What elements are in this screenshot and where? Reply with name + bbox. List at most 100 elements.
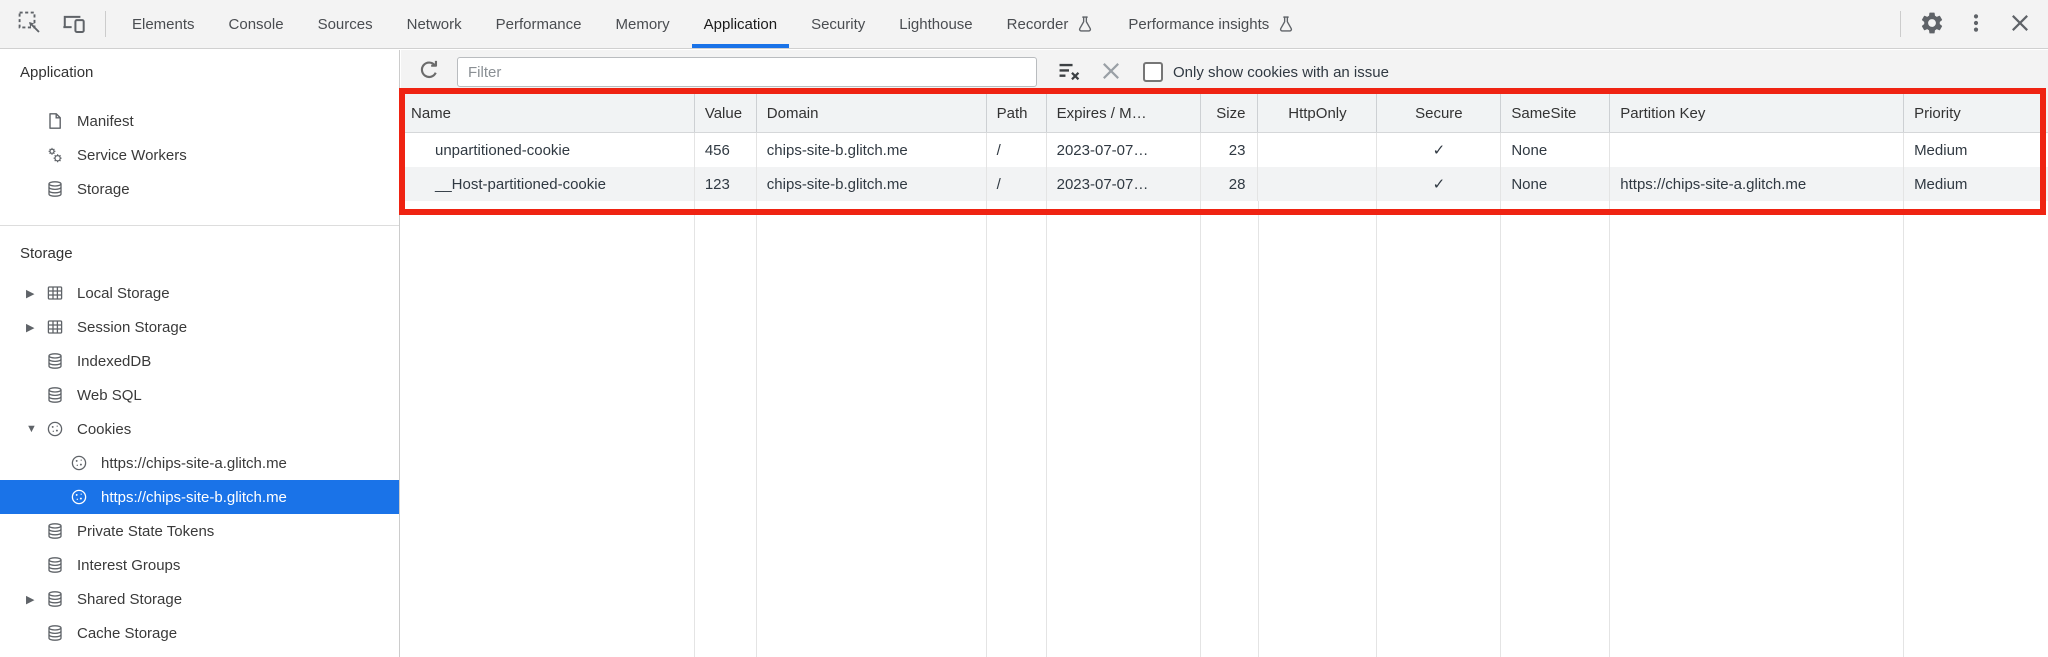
- tab-label: Console: [228, 15, 284, 33]
- column-header-same-site[interactable]: SameSite: [1501, 94, 1611, 132]
- column-header-priority[interactable]: Priority: [1914, 104, 1961, 122]
- sidebar-item-label: Manifest: [77, 112, 134, 130]
- cell-partition-key[interactable]: https://chips-site-a.glitch.me: [1610, 167, 1905, 201]
- sidebar-item-session-storage[interactable]: ▶ Session Storage: [0, 310, 399, 344]
- cell-value[interactable]: 456: [695, 133, 757, 167]
- device-toolbar-icon: [61, 10, 87, 39]
- cell-name[interactable]: __Host-partitioned-cookie: [401, 167, 695, 201]
- cell-expires[interactable]: 2023-07-07…: [1047, 133, 1201, 167]
- cell-domain[interactable]: chips-site-b.glitch.me: [757, 167, 987, 201]
- cell-http-only[interactable]: [1258, 133, 1378, 167]
- clear-filter-button[interactable]: [1053, 56, 1085, 88]
- tab-memory[interactable]: Memory: [599, 0, 687, 48]
- tab-recorder[interactable]: Recorder: [990, 0, 1112, 48]
- column-header-expires[interactable]: Expires / M…: [1047, 94, 1201, 132]
- column-header-name[interactable]: Name: [401, 94, 695, 132]
- table-column-filler: [1259, 201, 1378, 657]
- database-icon: [46, 556, 64, 574]
- tab-label: Performance insights: [1128, 15, 1270, 33]
- table-column-filler: [1904, 201, 2048, 657]
- table-column-filler: [1047, 201, 1201, 657]
- tab-application[interactable]: Application: [687, 0, 794, 48]
- tab-security[interactable]: Security: [794, 0, 882, 48]
- table-icon: [46, 284, 64, 302]
- issues-only-checkbox-label[interactable]: Only show cookies with an issue: [1173, 63, 1389, 81]
- tab-network[interactable]: Network: [390, 0, 479, 48]
- issues-only-checkbox[interactable]: [1143, 62, 1163, 82]
- cell-secure[interactable]: ✓: [1377, 133, 1502, 167]
- cell-domain[interactable]: chips-site-b.glitch.me: [757, 133, 987, 167]
- sidebar-item-storage[interactable]: Storage: [0, 172, 399, 206]
- tab-label: Application: [703, 15, 778, 33]
- tab-console[interactable]: Console: [212, 0, 301, 48]
- settings-gear-button[interactable]: [1910, 2, 1954, 46]
- table-icon: [46, 318, 64, 336]
- flask-icon: [1076, 15, 1094, 33]
- device-toolbar-button[interactable]: [52, 2, 96, 46]
- sidebar-item-cache-storage[interactable]: Cache Storage: [0, 616, 399, 650]
- close-button[interactable]: [1998, 2, 2042, 46]
- sidebar-item-indexeddb[interactable]: IndexedDB: [0, 344, 399, 378]
- cell-path[interactable]: /: [987, 167, 1047, 201]
- sidebar-item-local-storage[interactable]: ▶Local Storage: [0, 276, 399, 310]
- inspect-button[interactable]: [8, 2, 52, 46]
- cell-partition-key[interactable]: [1610, 133, 1905, 167]
- sidebar-item-private-state-tokens[interactable]: Private State Tokens: [0, 514, 399, 548]
- column-header-size[interactable]: Size: [1201, 94, 1259, 132]
- cell-size[interactable]: 23: [1201, 133, 1259, 167]
- filter-input[interactable]: [457, 57, 1037, 87]
- sidebar-item-https-chips-site-a-glitch-me[interactable]: https://chips-site-a.glitch.me: [0, 446, 399, 480]
- disclosure-triangle-icon[interactable]: ▶: [26, 593, 35, 606]
- cell-same-site[interactable]: None: [1501, 133, 1611, 167]
- sidebar-item-service-workers[interactable]: Service Workers: [0, 138, 399, 172]
- cell-http-only[interactable]: [1258, 167, 1378, 201]
- refresh-icon: [417, 59, 441, 86]
- tab-lighthouse[interactable]: Lighthouse: [882, 0, 989, 48]
- cell-path[interactable]: /: [987, 133, 1047, 167]
- column-header-secure[interactable]: Secure: [1377, 94, 1502, 132]
- cell-expires[interactable]: 2023-07-07…: [1047, 167, 1201, 201]
- sidebar-item-https-chips-site-b-glitch-me[interactable]: https://chips-site-b.glitch.me: [0, 480, 399, 514]
- sidebar-item-web-sql[interactable]: Web SQL: [0, 378, 399, 412]
- sidebar-item-label: Session Storage: [77, 318, 188, 336]
- cell-value[interactable]: 123: [695, 167, 757, 201]
- disclosure-triangle-icon[interactable]: ▶: [26, 321, 35, 334]
- cell-priority[interactable]: Medium: [1914, 175, 1968, 193]
- sidebar-item-manifest[interactable]: Manifest: [0, 104, 399, 138]
- disclosure-triangle-icon[interactable]: ▼: [26, 423, 37, 435]
- tab-elements[interactable]: Elements: [115, 0, 212, 48]
- cell-same-site[interactable]: None: [1501, 167, 1611, 201]
- more-menu-button[interactable]: [1954, 2, 1998, 46]
- cell-priority[interactable]: Medium: [1914, 141, 1968, 159]
- refresh-button[interactable]: [413, 56, 445, 88]
- sidebar-item-label: Cookies: [77, 420, 132, 438]
- column-header-path[interactable]: Path: [987, 94, 1047, 132]
- sidebar-item-interest-groups[interactable]: Interest Groups: [0, 548, 399, 582]
- tab-performance[interactable]: Performance: [479, 0, 599, 48]
- sidebar-item-label: Storage: [77, 180, 130, 198]
- column-header-partition-key[interactable]: Partition Key: [1610, 94, 1905, 132]
- delete-selected-button[interactable]: [1095, 56, 1127, 88]
- column-header-domain[interactable]: Domain: [757, 94, 987, 132]
- manifest-document-icon: [46, 112, 64, 130]
- table-column-filler: [1501, 201, 1611, 657]
- cell-size[interactable]: 28: [1201, 167, 1259, 201]
- column-header-value[interactable]: Value: [695, 94, 757, 132]
- cell-secure[interactable]: ✓: [1377, 167, 1502, 201]
- disclosure-triangle-icon[interactable]: ▶: [26, 287, 35, 300]
- sidebar-item-shared-storage[interactable]: ▶Shared Storage: [0, 582, 399, 616]
- cell-name[interactable]: unpartitioned-cookie: [401, 133, 695, 167]
- tab-sources[interactable]: Sources: [301, 0, 390, 48]
- tabbar-left-icons: [0, 2, 96, 46]
- tab-performance-insights[interactable]: Performance insights: [1111, 0, 1312, 48]
- sidebar-item-cookies[interactable]: ▼ Cookies: [0, 412, 399, 446]
- more-menu-icon: [1965, 12, 1987, 37]
- column-header-http-only[interactable]: HttpOnly: [1258, 94, 1378, 132]
- tab-label: Recorder: [1006, 15, 1069, 33]
